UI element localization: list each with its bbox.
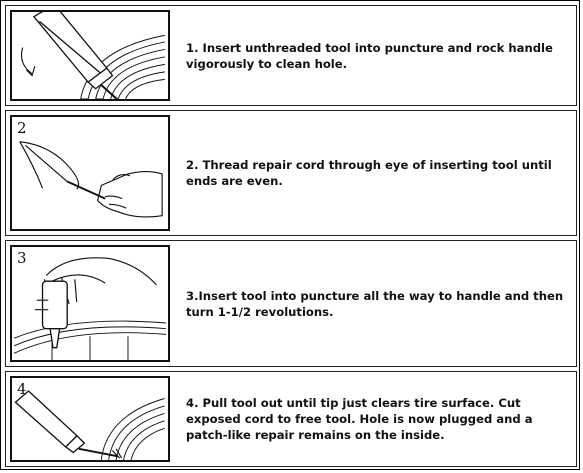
step-number: 4	[17, 380, 27, 398]
tire-reamer-illustration	[20, 12, 165, 99]
step-3-illustration: 3	[10, 245, 170, 362]
step-4: 4 4. Pull tool out until tip just clears…	[5, 371, 577, 467]
step-3: 3 3.Insert tool into puncture all the wa…	[5, 240, 577, 367]
step-1: 1. Insert unthreaded tool into puncture …	[5, 5, 577, 106]
insert-tool-illustration	[13, 257, 167, 360]
step-2-illustration: 2	[10, 115, 170, 231]
threading-cord-illustration	[19, 141, 163, 218]
step-4-text: 4. Pull tool out until tip just clears t…	[186, 396, 533, 442]
step-2: 2 2. Thread repair cord through eye of i…	[5, 110, 577, 236]
step-3-text: 3.Insert tool into puncture all the way …	[186, 288, 564, 319]
step-2-text: 2. Thread repair cord through eye of ins…	[186, 158, 552, 188]
step-number: 3	[17, 249, 27, 267]
step-4-illustration: 4	[10, 376, 170, 462]
step-1-text: 1. Insert unthreaded tool into puncture …	[186, 40, 553, 71]
step-number: 2	[17, 119, 27, 137]
step-1-illustration	[10, 10, 170, 101]
pull-tool-illustration	[14, 390, 165, 460]
